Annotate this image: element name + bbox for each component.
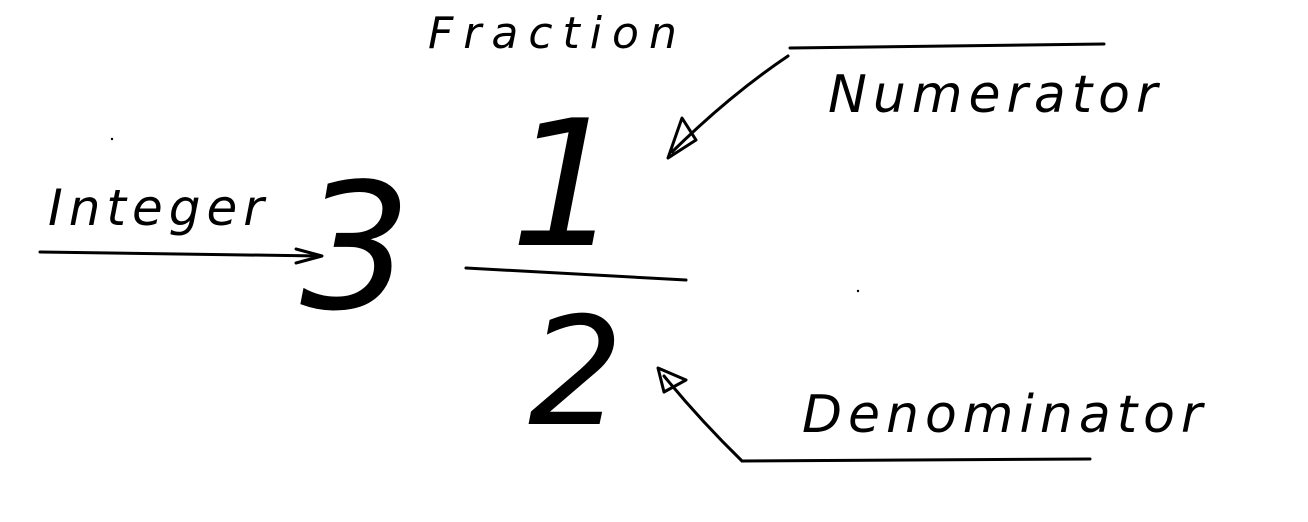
diagram-title: Fraction bbox=[428, 8, 687, 59]
stray-dot bbox=[110, 137, 114, 141]
numerator-arrow-line bbox=[670, 54, 790, 154]
denominator-underline bbox=[740, 457, 1092, 463]
integer-label: Integer bbox=[48, 179, 270, 237]
numerator-label: Numerator bbox=[828, 65, 1163, 125]
numerator-arrow-head bbox=[666, 116, 698, 160]
denominator-digit: 2 bbox=[528, 286, 623, 460]
denominator-label: Denominator bbox=[802, 385, 1208, 445]
denominator-arrow-head bbox=[656, 366, 688, 394]
fraction-bar bbox=[464, 266, 688, 282]
integer-arrow-line bbox=[38, 250, 322, 258]
whole-number: 3 bbox=[300, 147, 411, 350]
integer-arrow-head bbox=[294, 247, 324, 265]
numerator-overline bbox=[788, 42, 1106, 50]
stray-dot bbox=[856, 289, 860, 293]
numerator-digit: 1 bbox=[510, 84, 621, 287]
denominator-arrow-line bbox=[662, 374, 744, 463]
